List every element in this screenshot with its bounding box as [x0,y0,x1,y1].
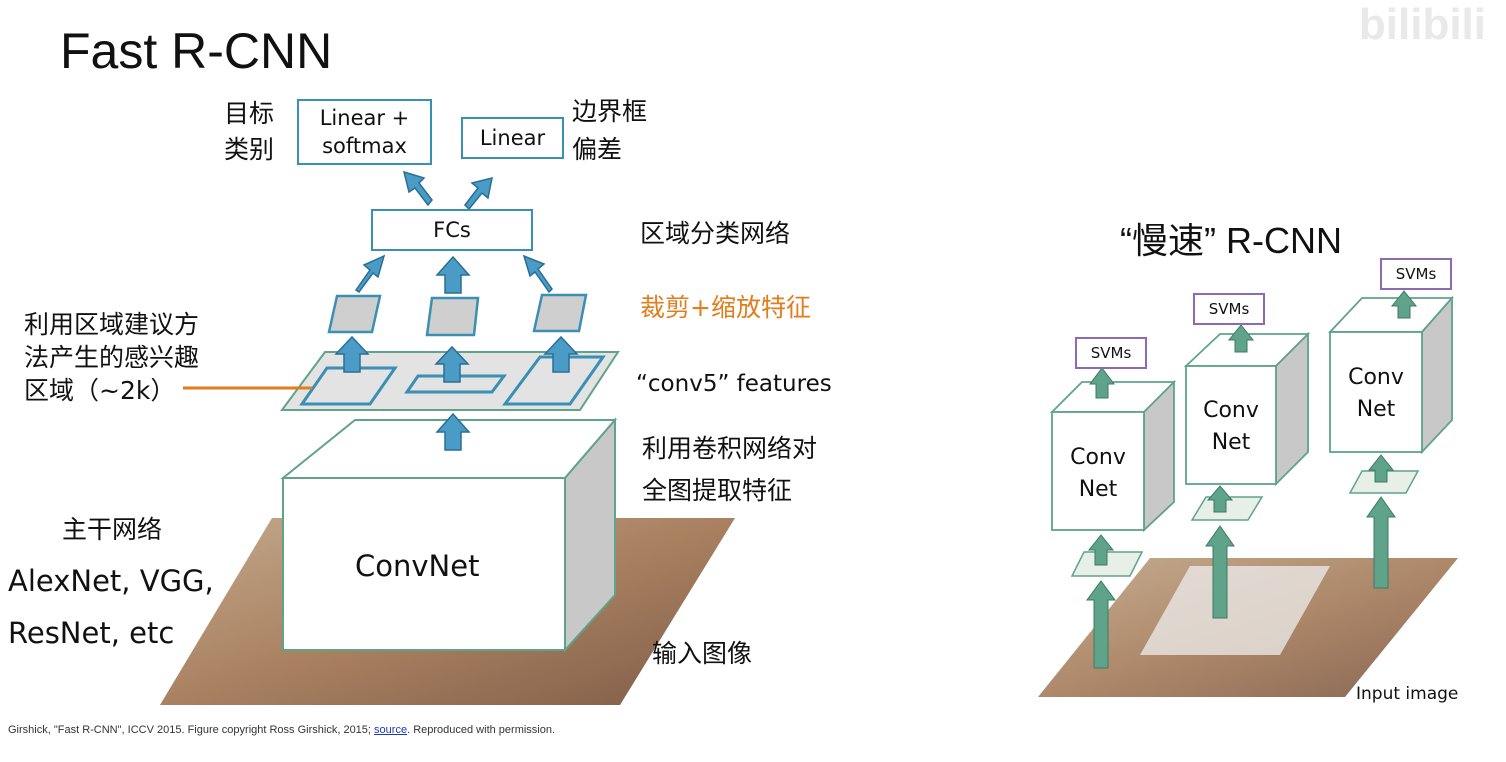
rcnn-arrow-warp3-to-cnn3 [1367,454,1395,483]
rcnn-convnet-1-line-1: Conv [1070,445,1126,470]
box-offset-line-2: 偏差 [572,135,623,164]
class-label-line-2: 类别 [224,135,275,164]
region-net-label: 区域分类网络 [640,219,791,248]
slow-rcnn-title: “慢速” R-CNN [1120,220,1342,261]
conv-extract-line-2: 全图提取特征 [642,476,793,505]
convnet-label: ConvNet [355,549,480,583]
rcnn-arrow-img-to-warp-3 [1366,496,1396,589]
arrow-fc-to-cls [402,170,433,207]
citation-suffix: . Reproduced with permission. [407,724,556,736]
arrow-crop1-to-fc [354,254,386,294]
rcnn-arrow-cnn3-to-svm3 [1390,290,1418,319]
linear-softmax-box: Linear + softmax [297,99,432,165]
input-image-label: 输入图像 [652,639,753,668]
rcnn-input-image-label: Input image [1356,684,1459,704]
proposal-line-2: 法产生的感兴趣 [24,343,200,372]
rcnn-convnet-3-line-2: Net [1356,397,1396,422]
rcnn-convnet-2-line-1: Conv [1203,398,1259,423]
proposal-line-1: 利用区域建议方 [24,310,200,339]
rcnn-arrow-cnn1-to-svm1 [1089,367,1115,399]
linear-softmax-line-1: Linear + [319,106,410,130]
box-offset-label: 边界框 偏差 [572,93,647,169]
fcs-box: FCs [371,209,533,251]
citation-source-link[interactable]: source [374,724,408,736]
arrow-crop3-to-fc [522,254,553,294]
rcnn-arrow-warp2-to-cnn2 [1206,485,1234,513]
conv-extract-label: 利用卷积网络对 全图提取特征 [642,428,817,512]
backbone-label: 主干网络 [62,515,163,544]
arrow-crop2-to-fc [435,255,471,294]
crop-1 [327,294,382,334]
arrow-image-to-conv5 [435,412,471,451]
class-label-line-1: 目标 [224,99,275,128]
roi-1 [299,366,398,406]
svm-box-3: SVMs [1380,258,1452,290]
rcnn-region-overlay [1140,566,1330,655]
box-offset-line-1: 边界框 [572,97,648,126]
roi-2 [404,374,507,394]
arrow-fc-to-reg [464,176,493,211]
rcnn-convnet-1-label: Conv Net [1052,442,1144,506]
rcnn-convnet-2-line-2: Net [1211,430,1251,455]
svm-box-2: SVMs [1193,293,1265,325]
conv5-features-label: “conv5” features [636,371,832,397]
svm-box-1: SVMs [1075,337,1147,369]
arrow-roi3-to-crop3 [543,335,579,373]
rcnn-arrow-cnn2-to-svm2 [1227,324,1255,353]
rcnn-convnet-3-line-1: Conv [1348,365,1404,390]
backbone-examples-line-1: AlexNet, VGG, [8,564,214,598]
linear-box: Linear [461,117,564,159]
class-label: 目标 类别 [224,96,274,168]
citation-prefix: Girshick, "Fast R-CNN", ICCV 2015. Figur… [8,724,371,736]
backbone-examples-line-2: ResNet, etc [8,616,175,650]
rcnn-convnet-3-label: Conv Net [1330,362,1422,426]
rcnn-convnet-1-front [1051,411,1145,531]
rcnn-arrow-img-to-warp-2 [1205,525,1235,619]
arrow-roi1-to-crop1 [334,335,370,373]
arrow-roi2-to-crop2 [434,345,470,383]
backbone-examples: AlexNet, VGG, ResNet, etc [8,555,214,659]
rcnn-convnet-2-label: Conv Net [1186,395,1276,459]
crop-2 [425,296,480,337]
rcnn-warp-2 [1190,496,1264,521]
bilibili-watermark: bilibili [1358,0,1486,49]
proposal-label: 利用区域建议方 法产生的感兴趣 区域（~2k） [24,308,199,407]
proposal-line-3: 区域（~2k） [24,376,176,405]
convnet-front-face [282,477,566,651]
crop-resize-label: 裁剪+缩放特征 [640,293,811,322]
crop-3 [532,293,588,333]
fast-rcnn-title: Fast R-CNN [60,23,333,79]
roi-3 [502,355,606,406]
rcnn-convnet-1-line-2: Net [1078,477,1118,502]
citation: Girshick, "Fast R-CNN", ICCV 2015. Figur… [8,724,555,736]
rcnn-convnet-3-front [1329,331,1423,453]
linear-softmax-line-2: softmax [322,134,407,158]
rcnn-convnet-2-front [1185,365,1277,485]
rcnn-arrow-img-to-warp-1 [1086,580,1116,669]
rcnn-arrow-warp1-to-cnn1 [1087,534,1115,566]
conv-extract-line-1: 利用卷积网络对 [642,434,818,463]
